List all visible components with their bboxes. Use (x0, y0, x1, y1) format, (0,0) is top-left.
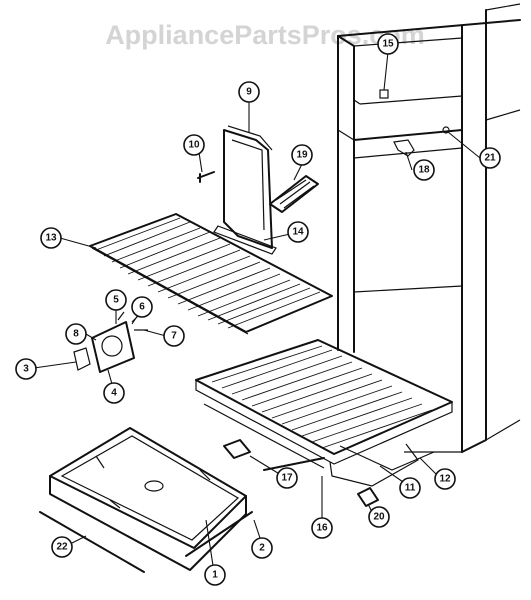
callout-21: 21 (479, 147, 501, 169)
svg-text:15: 15 (382, 39, 394, 50)
svg-text:16: 16 (316, 523, 328, 534)
callout-7: 7 (163, 325, 185, 347)
callout-14: 14 (287, 221, 309, 243)
wire-shelf (89, 213, 333, 335)
callout-18: 18 (413, 159, 435, 181)
glass-insert (339, 445, 435, 471)
callout-20: 20 (368, 506, 390, 528)
callout-16: 16 (311, 517, 333, 539)
callout-11: 11 (399, 477, 421, 499)
callout-10: 10 (183, 134, 205, 156)
callout-12: 12 (434, 468, 456, 490)
drain-pan (49, 427, 247, 571)
svg-text:11: 11 (405, 483, 416, 494)
ice-tray (269, 175, 319, 213)
callout-15: 15 (377, 33, 399, 55)
svg-text:18: 18 (418, 165, 430, 176)
callout-1: 1 (204, 564, 226, 586)
svg-text:4: 4 (111, 388, 117, 399)
svg-text:10: 10 (188, 140, 200, 151)
callout-13: 13 (40, 227, 62, 249)
callout-22: 22 (51, 536, 73, 558)
trim-strip-2 (185, 511, 253, 557)
damper-control-assembly (73, 311, 148, 373)
svg-text:22: 22 (56, 542, 68, 553)
svg-text:2: 2 (259, 543, 265, 554)
cabinet (337, 3, 521, 453)
svg-text:1: 1 (212, 570, 218, 581)
svg-text:19: 19 (296, 150, 308, 161)
svg-text:14: 14 (292, 227, 304, 238)
trim-strip-16 (263, 457, 325, 471)
svg-text:6: 6 (139, 302, 145, 313)
svg-text:20: 20 (373, 512, 385, 523)
svg-text:3: 3 (23, 364, 29, 375)
evaporator-cover (213, 125, 277, 255)
callout-8: 8 (65, 323, 87, 345)
crisper-cover-frame (195, 339, 453, 487)
callout-6: 6 (131, 296, 153, 318)
svg-text:9: 9 (246, 87, 252, 98)
callout-5: 5 (105, 289, 127, 311)
callout-17: 17 (276, 467, 298, 489)
svg-text:5: 5 (113, 295, 119, 306)
callout-2: 2 (251, 537, 273, 559)
svg-text:13: 13 (45, 233, 57, 244)
trim-strip-22 (39, 511, 145, 573)
bracket-right (357, 487, 379, 507)
callout-19: 19 (291, 144, 313, 166)
svg-text:17: 17 (281, 473, 293, 484)
svg-text:12: 12 (439, 474, 451, 485)
screw (197, 171, 215, 183)
svg-text:21: 21 (484, 153, 496, 164)
callout-9: 9 (238, 81, 260, 103)
callout-3: 3 (15, 358, 37, 380)
bracket (223, 439, 251, 459)
callout-4: 4 (103, 382, 125, 404)
svg-text:8: 8 (73, 329, 79, 340)
svg-text:7: 7 (171, 331, 177, 342)
watermark: AppliancePartsPros.com (105, 20, 425, 50)
